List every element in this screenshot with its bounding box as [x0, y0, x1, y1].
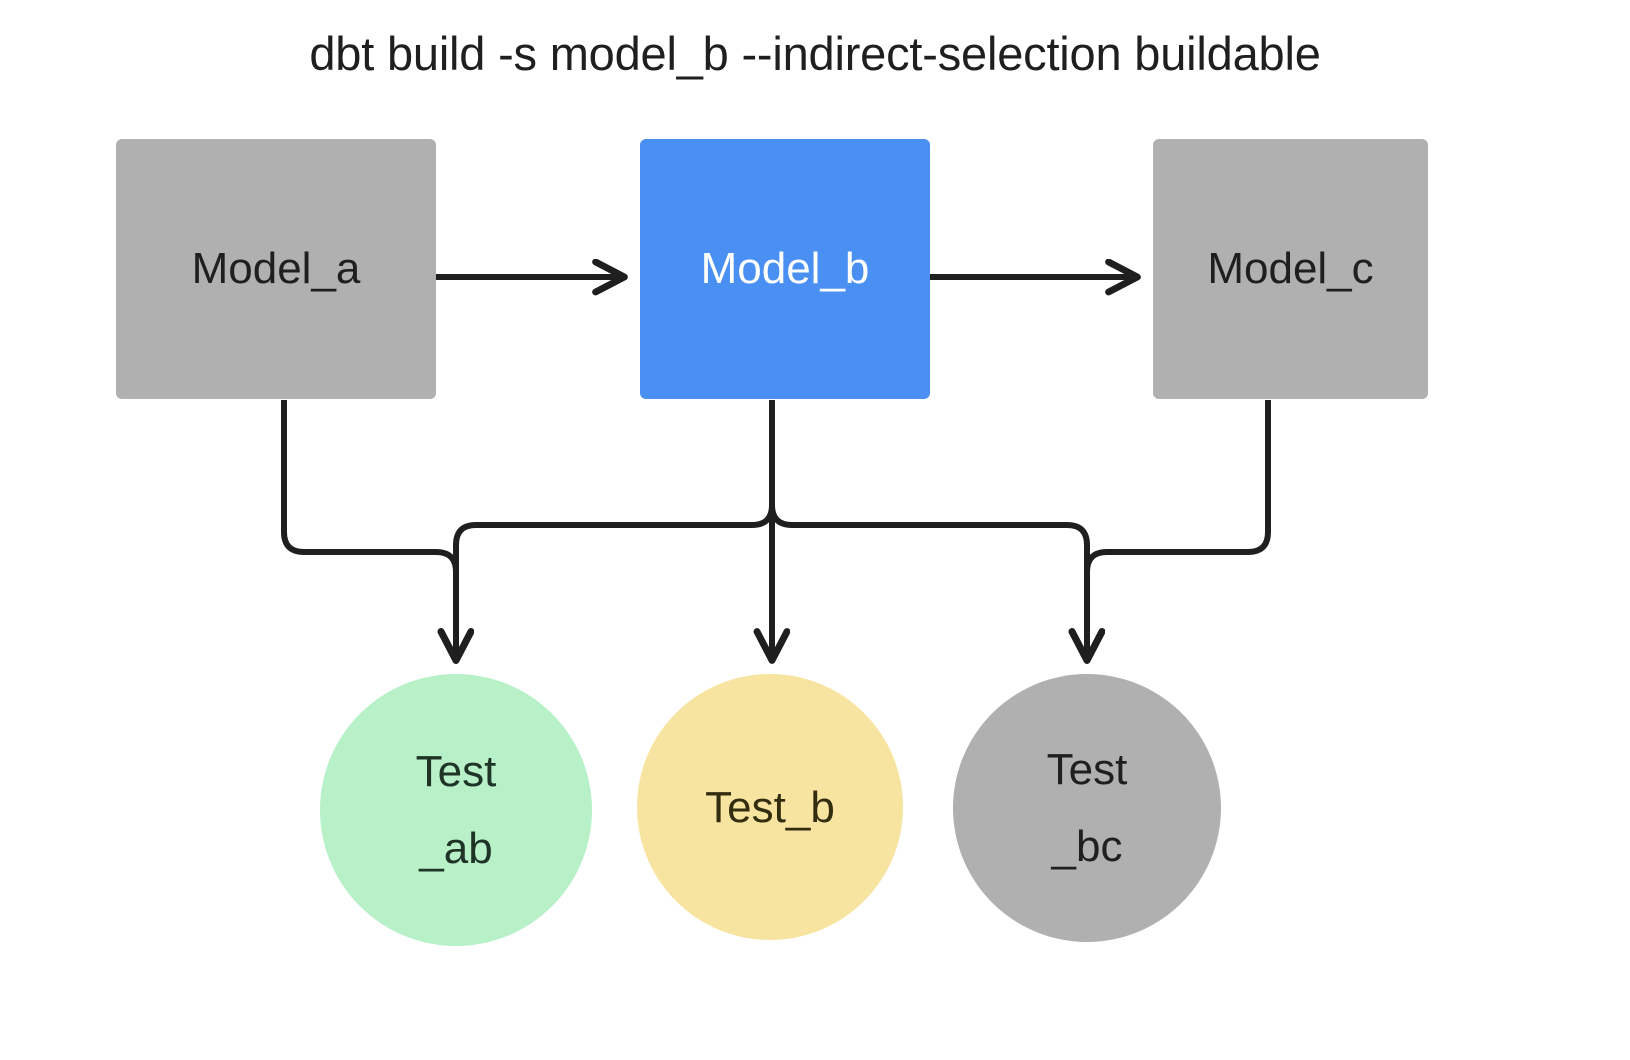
node-test-b-label: Test_b	[705, 782, 835, 832]
edge-model-b-to-test-ab	[456, 400, 775, 658]
node-model-c-label: Model_c	[1207, 243, 1374, 293]
node-model-b-label: Model_b	[700, 243, 870, 293]
edge-model-c-to-test-bc	[1087, 400, 1271, 658]
node-model-b[interactable]: Model_b	[640, 139, 930, 399]
diagram-title: dbt build -s model_b --indirect-selectio…	[309, 27, 1321, 80]
node-test-b[interactable]: Test_b	[637, 674, 903, 940]
node-test-ab-label: Test _ab	[415, 747, 497, 873]
edge-model-b-to-test-bc	[769, 400, 1087, 658]
node-test-bc-label: Test _bc	[1046, 745, 1128, 871]
node-model-c[interactable]: Model_c	[1153, 139, 1428, 399]
node-model-a[interactable]: Model_a	[116, 139, 436, 399]
node-model-a-label: Model_a	[191, 243, 361, 293]
node-test-bc[interactable]: Test _bc	[953, 674, 1221, 942]
node-test-ab[interactable]: Test _ab	[320, 674, 592, 946]
edge-model-a-to-test-ab	[281, 400, 456, 658]
